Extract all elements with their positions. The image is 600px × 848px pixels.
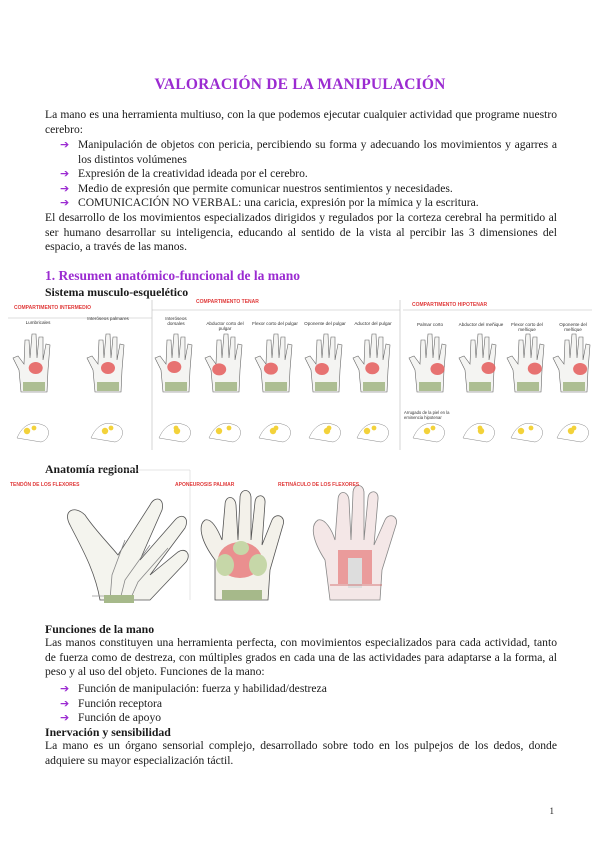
sensory-drawing <box>356 423 389 443</box>
hand-drawing <box>506 333 545 393</box>
innervation-subheading: Inervación y sensibilidad <box>45 725 171 739</box>
hand-drawing <box>408 333 447 393</box>
cell-label: Oponente del pulgar <box>304 321 346 326</box>
sensory-drawing <box>158 423 191 443</box>
cell-label: Abductor corto del pulgar <box>206 321 244 332</box>
cell-label: Abductor del meñique <box>458 322 504 327</box>
innervation-paragraph: La mano es un órgano sensorial complejo,… <box>45 739 557 767</box>
flexor-tendon-illustration <box>67 469 191 603</box>
hand-drawing <box>86 333 125 393</box>
sensory-drawing <box>556 423 589 443</box>
list-item: ➔Función receptora <box>60 696 163 710</box>
hand-drawing <box>552 333 591 393</box>
list-item: ➔Función de apoyo <box>60 711 162 725</box>
figure-caption: APONEUROSIS PALMAR <box>175 482 235 488</box>
arrow-icon: ➔ <box>60 682 70 695</box>
sensory-illustrations <box>16 423 589 443</box>
page-number: 1 <box>549 806 555 816</box>
sensory-drawing <box>208 423 241 443</box>
cell-label: Palmar corto <box>416 322 444 327</box>
arrow-icon: ➔ <box>60 196 70 210</box>
cell-label: Interóseos dorsales <box>165 316 187 327</box>
hand-illustrations <box>12 333 591 393</box>
hand-drawing <box>254 333 293 393</box>
hand-drawing <box>154 333 193 393</box>
list-item: ➔Función de manipulación: fuerza y habil… <box>60 682 327 695</box>
palmar-aponeurosis-illustration <box>200 490 284 601</box>
hand-drawing <box>204 333 243 393</box>
arrow-icon: ➔ <box>60 181 70 195</box>
list-item: ➔Expresión de la creatividad ideada por … <box>60 167 308 181</box>
hand-drawing <box>352 333 391 393</box>
sensory-drawing <box>90 423 123 443</box>
hand-drawing <box>304 333 343 393</box>
sensory-drawing <box>308 423 341 443</box>
figure-caption: TENDÓN DE LOS FLEXORES <box>10 482 80 488</box>
cell-label: Flexor corto del pulgar <box>252 321 298 326</box>
figure-caption: COMPARTIMENTO TENAR <box>196 299 259 305</box>
intro-paragraph: La mano es una herramienta multiuso, con… <box>45 108 557 136</box>
sensory-drawing <box>16 423 49 443</box>
sensory-drawing <box>462 423 495 443</box>
cell-label: Flexor corto del meñique <box>511 322 543 333</box>
arrow-icon: ➔ <box>60 711 70 725</box>
functions-subheading: Funciones de la mano <box>45 622 155 636</box>
figure-frames <box>8 300 592 450</box>
page-title: VALORACIÓN DE LA MANIPULACIÓN <box>154 76 446 93</box>
cell-label: Lumbricales <box>25 320 51 325</box>
sensory-drawing <box>412 423 445 443</box>
development-paragraph: El desarrollo de los movimientos especia… <box>45 211 557 254</box>
functions-paragraph: Las manos constituyen una herramienta pe… <box>45 636 557 679</box>
list-item: ➔COMUNICACIÓN NO VERBAL: una caricia, ex… <box>60 196 479 210</box>
cell-label: Aductor del pulgar <box>354 321 392 326</box>
functions-bullet-list: ➔Función de manipulación: fuerza y habil… <box>60 682 557 726</box>
hand-drawing <box>458 333 497 393</box>
sensory-drawing <box>258 423 291 443</box>
intro-bullet-list: ➔Manipulación de objetos con pericia, pe… <box>60 138 557 211</box>
cell-label: Interóseos palmares <box>87 316 129 321</box>
muscle-figure-drawing <box>8 300 592 450</box>
section-heading: 1. Resumen anatómico-funcional de la man… <box>45 268 301 283</box>
arrow-icon: ➔ <box>60 138 70 151</box>
regional-subheading: Anatomía regional <box>45 462 139 476</box>
figure-note: Arrugado de la piel en la eminencia hipo… <box>404 410 450 421</box>
list-item: ➔Medio de expresión que permite comunica… <box>60 181 453 195</box>
arrow-icon: ➔ <box>60 696 70 710</box>
hand-drawing <box>12 333 51 393</box>
muscle-subheading: Sistema musculo-esquelético <box>45 285 189 299</box>
figure-caption: COMPARTIMENTO INTERMEDIO <box>14 305 92 311</box>
list-item: ➔Manipulación de objetos con pericia, pe… <box>60 138 557 166</box>
figure-caption: RETINÁCULO DE LOS FLEXORES <box>278 482 360 488</box>
flexor-retinaculum-illustration <box>312 485 397 601</box>
figure-caption: COMPARTIMENTO HIPOTENAR <box>412 302 488 308</box>
cell-label: Oponente del meñique <box>559 322 587 333</box>
sensory-drawing <box>510 423 543 443</box>
arrow-icon: ➔ <box>60 167 70 181</box>
